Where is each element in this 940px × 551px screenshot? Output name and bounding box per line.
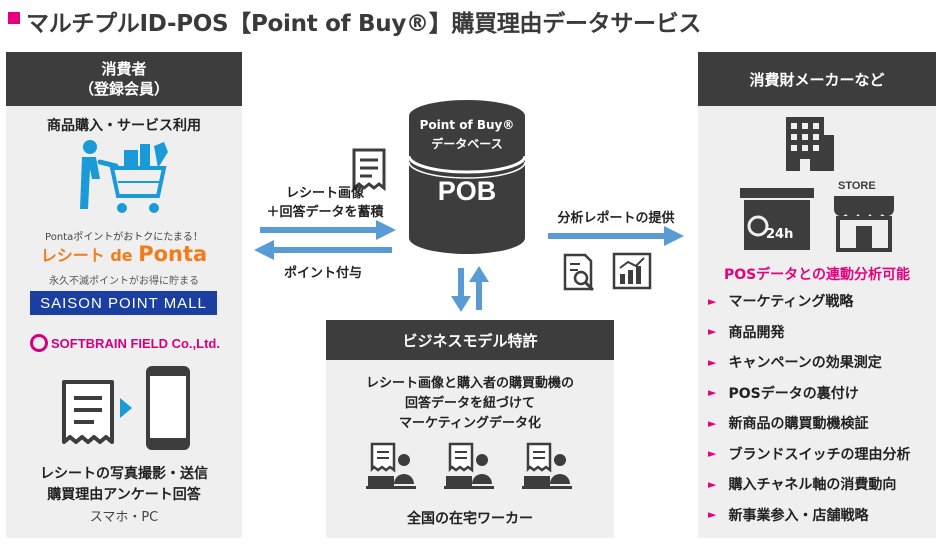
- bullet-arrow-icon: ►: [708, 447, 717, 461]
- ponta-logo-prefix: レシート de: [40, 246, 133, 265]
- use-case-label: ブランドスイッチの理由分析: [728, 446, 911, 463]
- use-case-item: ► 商品開発: [708, 317, 934, 348]
- report-arrowhead-icon: [664, 226, 684, 246]
- store-label: STORE: [838, 180, 876, 192]
- use-case-label: マーケティング戦略: [728, 294, 854, 311]
- receipt-stack-icon: [352, 148, 386, 192]
- maker-panel-header: 消費財メーカーなど: [698, 52, 936, 106]
- saison-label: SAISON POINT MALL: [40, 294, 207, 312]
- report-label: 分析レポートの提供: [557, 211, 675, 226]
- home-worker-icon: [522, 442, 572, 489]
- db-main-label: POB: [437, 176, 497, 206]
- workers-label: 全国の在宅ワーカー: [407, 511, 533, 527]
- receipt-icon: [62, 380, 114, 444]
- use-case-item: ► 購入チャネル軸の消費動向: [708, 469, 934, 500]
- report-chart-icon: [612, 252, 652, 290]
- use-case-item: ► 新事業参入・店舗戦略: [708, 500, 934, 531]
- report-search-icon: [563, 253, 595, 292]
- bullet-arrow-icon: ►: [708, 508, 717, 522]
- point-arrow-shaft: [272, 247, 392, 253]
- patent-line3: マーケティングデータ化: [399, 416, 541, 431]
- home-worker-icon: [444, 442, 494, 489]
- use-case-label: 購入チャネル軸の消費動向: [728, 477, 897, 494]
- consumer-panel-header: 消費者 （登録会員）: [6, 52, 242, 106]
- saison-logo: SAISON POINT MALL: [30, 291, 217, 315]
- use-case-list: ► マーケティング戦略 ► 商品開発 ► キャンペーンの効果測定 ► POSデータの裏付…: [708, 286, 934, 530]
- patent-line2: 回答データを紐づけて: [404, 396, 535, 411]
- patent-panel-header: ビジネスモデル特許: [326, 320, 614, 360]
- db-line2: データベース: [431, 137, 503, 151]
- ponta-logo-word: Ponta: [138, 242, 208, 266]
- use-case-item: ► キャンペーンの効果測定: [708, 347, 934, 378]
- bullet-arrow-icon: ►: [708, 294, 717, 308]
- consumer-header-line1: 消費者: [101, 60, 147, 78]
- bullet-arrow-icon: ►: [708, 416, 717, 430]
- vertical-arrows-icon: [451, 266, 489, 312]
- ponta-tagline: Pontaポイントがおトクにたまる！: [45, 232, 203, 243]
- point-arrowhead-icon: [254, 240, 274, 260]
- use-case-label: POSデータの裏付け: [728, 385, 859, 402]
- consumer-header-line2: （登録会員）: [78, 80, 169, 98]
- data-to-db-arrow-shaft: [260, 227, 378, 233]
- use-case-label: キャンペーンの効果測定: [728, 355, 882, 372]
- patent-line1: レシート画像と購入者の購買動機の: [365, 376, 574, 391]
- use-case-label: 新商品の購買動機検証: [728, 416, 869, 433]
- smartphone-icon: [146, 366, 190, 450]
- bullet-arrow-icon: ►: [708, 477, 717, 491]
- softbrain-mark-icon: [30, 334, 48, 352]
- softbrain-label: SOFTBRAIN FIELD Co.,Ltd.: [51, 335, 220, 351]
- office-building-icon: [786, 117, 834, 171]
- db-line1: Point of Buy®: [419, 118, 515, 132]
- use-case-label: 新事業参入・店舗戦略: [728, 507, 869, 524]
- ponta-sub: 永久不滅ポイントがお得に貯まる: [49, 276, 199, 287]
- use-case-item: ► マーケティング戦略: [708, 286, 934, 317]
- consumer-bottom-line1: レシートの写真撮影・送信: [40, 466, 208, 482]
- consumer-bottom-line3: スマホ・PC: [89, 510, 159, 525]
- use-case-item: ► POSデータの裏付け: [708, 378, 934, 409]
- bullet-arrow-icon: ►: [708, 386, 717, 400]
- receipt-text-line1: レシート画像: [285, 186, 364, 201]
- bullet-arrow-icon: ►: [708, 355, 717, 369]
- pos-link-text: POSデータとの連動分析可能: [723, 267, 911, 283]
- use-case-item: ► 新商品の購買動機検証: [708, 408, 934, 439]
- purchase-label: 商品購入・サービス利用: [47, 118, 201, 134]
- database-icon: [407, 100, 527, 254]
- bullet-arrow-icon: ►: [708, 325, 717, 339]
- data-to-db-arrowhead-icon: [376, 220, 396, 240]
- consumer-bottom-line2: 購買理由アンケート回答: [47, 487, 201, 503]
- conv-24h-label: 24h: [766, 227, 794, 242]
- home-worker-icon: [366, 442, 416, 489]
- report-arrow-shaft: [548, 233, 666, 239]
- page-title: マルチプルID-POS【Point of Buy®】購買理由データサービス: [26, 11, 702, 37]
- title-marker: [8, 12, 20, 24]
- maker-header: 消費財メーカーなど: [749, 70, 885, 89]
- store-icon: [834, 196, 894, 252]
- softbrain-logo: SOFTBRAIN FIELD Co.,Ltd.: [30, 330, 230, 356]
- send-arrow-icon: [120, 398, 132, 418]
- convenience-store-icon: [740, 188, 814, 250]
- point-text: ポイント付与: [283, 266, 362, 281]
- ponta-logo: レシート de Ponta: [6, 242, 242, 266]
- shopper-cart-icon: [80, 140, 168, 213]
- receipt-text-line2: ＋回答データを蓄積: [266, 205, 384, 220]
- use-case-item: ► ブランドスイッチの理由分析: [708, 439, 934, 470]
- use-case-label: 商品開発: [728, 324, 785, 341]
- patent-header: ビジネスモデル特許: [402, 331, 538, 350]
